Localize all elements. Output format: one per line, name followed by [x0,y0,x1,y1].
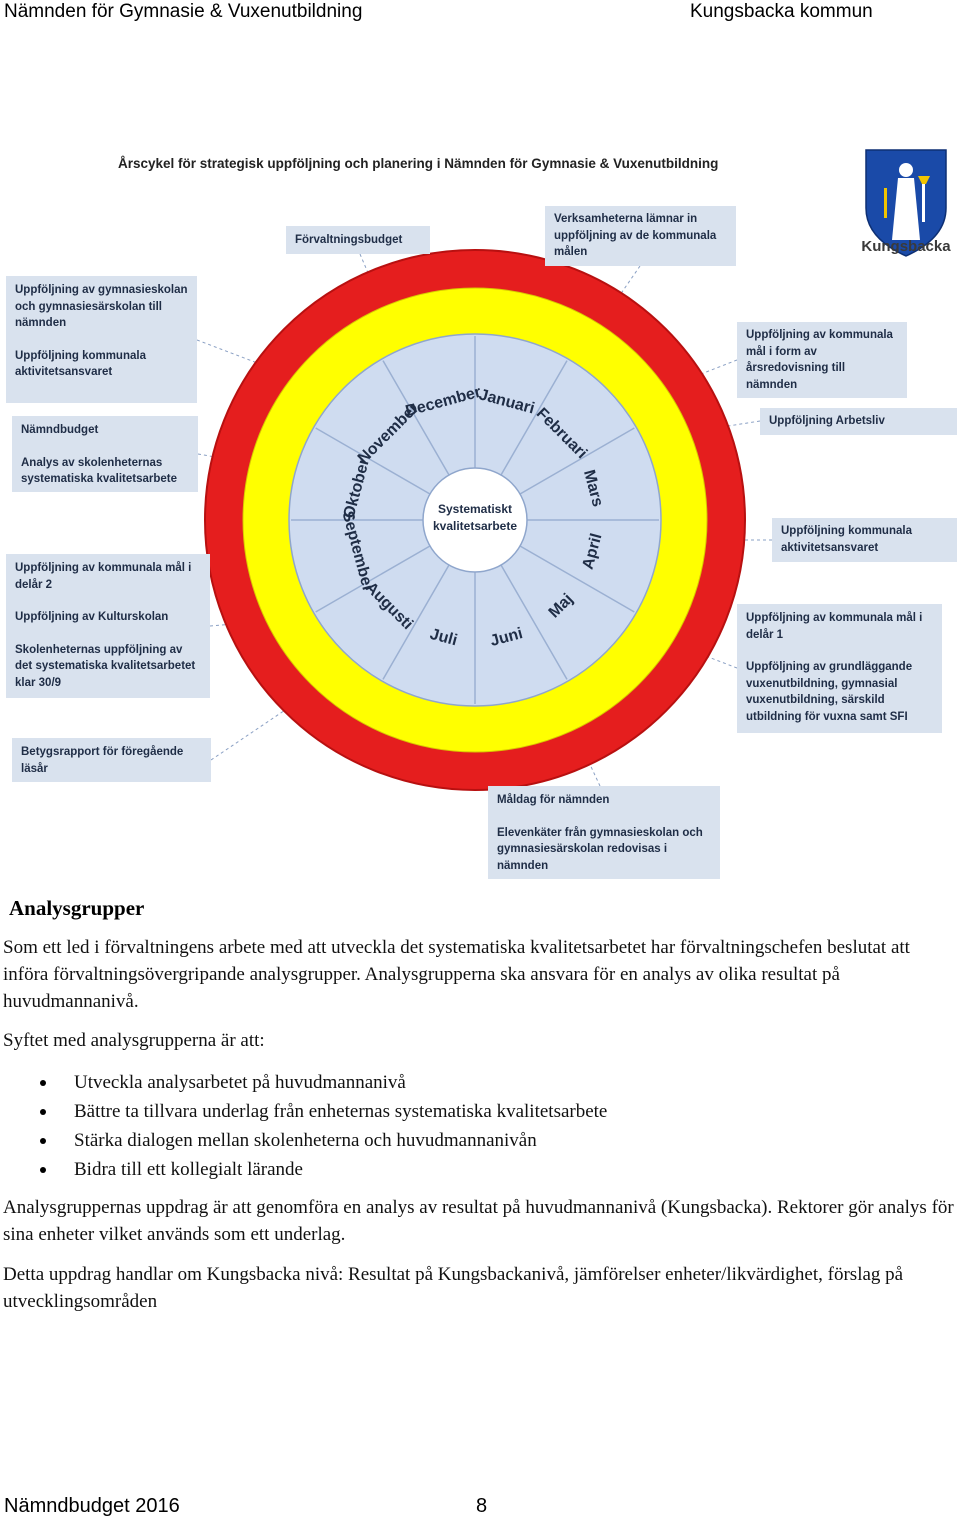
box-delar1: Uppföljning av kommunala mål i delår 1 U… [737,604,942,733]
purpose-list: Utveckla analysarbetet på huvudmannanivå… [40,1068,607,1184]
paragraph-assignment: Analysgruppernas uppdrag är att genomför… [3,1194,957,1248]
kungsbacka-coat-of-arms-icon [865,149,947,257]
spoke-line [500,360,568,476]
box-namndbudget: Nämndbudget Analys av skolenheternas sys… [12,416,198,492]
section-heading: Analysgrupper [9,896,145,920]
paragraph-purpose: Syftet med analysgrupperna är att: [3,1027,957,1054]
box-text: Betygsrapport för föregående läsår [21,746,184,775]
box-text: Analys av skolenheternas systematiska kv… [21,456,177,486]
spoke-line [315,427,431,495]
box-text: Uppföljning av kommunala mål i form av å… [746,329,893,391]
paragraph-text: Syftet med analysgrupperna är att: [3,1030,265,1051]
bullet-icon [40,1167,46,1173]
list-item-text: Utveckla analysarbetet på huvudmannanivå [74,1072,406,1093]
box-text: Uppföljning av Kulturskolan [15,611,169,623]
spoke-line [519,427,635,495]
box-verksamheterna: Verksamheterna lämnar in uppföljning av … [545,206,736,266]
box-text: Skolenheternas uppföljning av det system… [15,643,196,689]
list-item: Bidra till ett kollegialt lärande [40,1155,607,1184]
spoke-line [500,564,568,680]
paragraph-intro: Som ett led i förvaltningens arbete med … [3,934,957,1015]
box-text: Uppföljning kommunala aktivitetsansvaret [15,349,146,379]
box-arsredovisning: Uppföljning av kommunala mål i form av å… [737,322,907,398]
box-text: Måldag för nämnden [497,794,610,806]
spoke-line [519,545,635,613]
center-circle [422,467,528,573]
box-text: Uppföljning av grundläggande vuxenutbild… [746,661,913,723]
paragraph-text: Som ett led i förvaltningens arbete med … [3,937,910,1012]
header-title-left: Nämnden för Gymnasie & Vuxenutbildning [4,1,363,22]
header-title-right: Kungsbacka kommun [690,1,873,22]
month-label: Juli [428,626,459,650]
box-delar2: Uppföljning av kommunala mål i delår 2 U… [6,554,210,698]
box-text: Uppföljning kommunala aktivitetsansvaret [781,525,912,554]
spoke-line [382,564,450,680]
box-text: Uppföljning Arbetsliv [769,415,885,427]
box-maldag: Måldag för nämnden Elevenkäter från gymn… [488,786,720,879]
box-arbetsliv: Uppföljning Arbetsliv [760,408,957,435]
list-item: Bättre ta tillvara underlag från enheter… [40,1097,607,1126]
center-label: Systematiskt [438,502,512,516]
page-number: 8 [476,1495,488,1517]
box-gymnasieskolan: Uppföljning av gymnasieskolan och gymnas… [6,276,197,403]
list-item-text: Stärka dialogen mellan skolenheterna och… [74,1130,537,1151]
connector-line [689,649,738,669]
box-text: Uppföljning av kommunala mål i delår 1 [746,612,923,641]
box-betygsrapport: Betygsrapport för föregående läsår [12,738,211,782]
figure-title: Årscykel för strategisk uppföljning och … [118,156,719,171]
box-text: Elevenkäter från gymnasieskolan och gymn… [497,826,703,872]
list-item-text: Bättre ta tillvara underlag från enheter… [74,1101,608,1122]
box-text: Uppföljning av kommunala mål i delår 2 [15,562,192,591]
box-kommunala-aktivitetsansvaret: Uppföljning kommunala aktivitetsansvaret [772,518,957,562]
center-label: kvalitetsarbete [433,519,517,533]
paragraph-text: Detta uppdrag handlar om Kungsbacka nivå… [3,1264,904,1312]
paragraph-level: Detta uppdrag handlar om Kungsbacka nivå… [3,1261,957,1315]
list-item: Stärka dialogen mellan skolenheterna och… [40,1126,607,1155]
bullet-icon [40,1138,46,1144]
box-text: Förvaltningsbudget [295,234,403,246]
paragraph-text: Analysgruppernas uppdrag är att genomför… [3,1197,954,1245]
box-forvaltningsbudget: Förvaltningsbudget [286,226,430,254]
bullet-icon [40,1109,46,1115]
box-text: Nämndbudget [21,424,99,436]
footer-title: Nämndbudget 2016 [4,1495,180,1517]
annual-cycle-wheel: JanuariFebruariMarsAprilMajJuniJuliAugus… [196,249,772,791]
logo-text: Kungsbacka [861,238,951,255]
list-item-text: Bidra till ett kollegialt lärande [74,1159,303,1180]
box-text: Verksamheterna lämnar in uppföljning av … [554,213,717,258]
bullet-icon [40,1080,46,1086]
list-item: Utveckla analysarbetet på huvudmannanivå [40,1068,607,1097]
spoke-line [315,545,431,613]
connector-line [196,339,303,381]
box-text: Uppföljning av gymnasieskolan och gymnas… [15,284,188,329]
spoke-line [382,360,450,476]
